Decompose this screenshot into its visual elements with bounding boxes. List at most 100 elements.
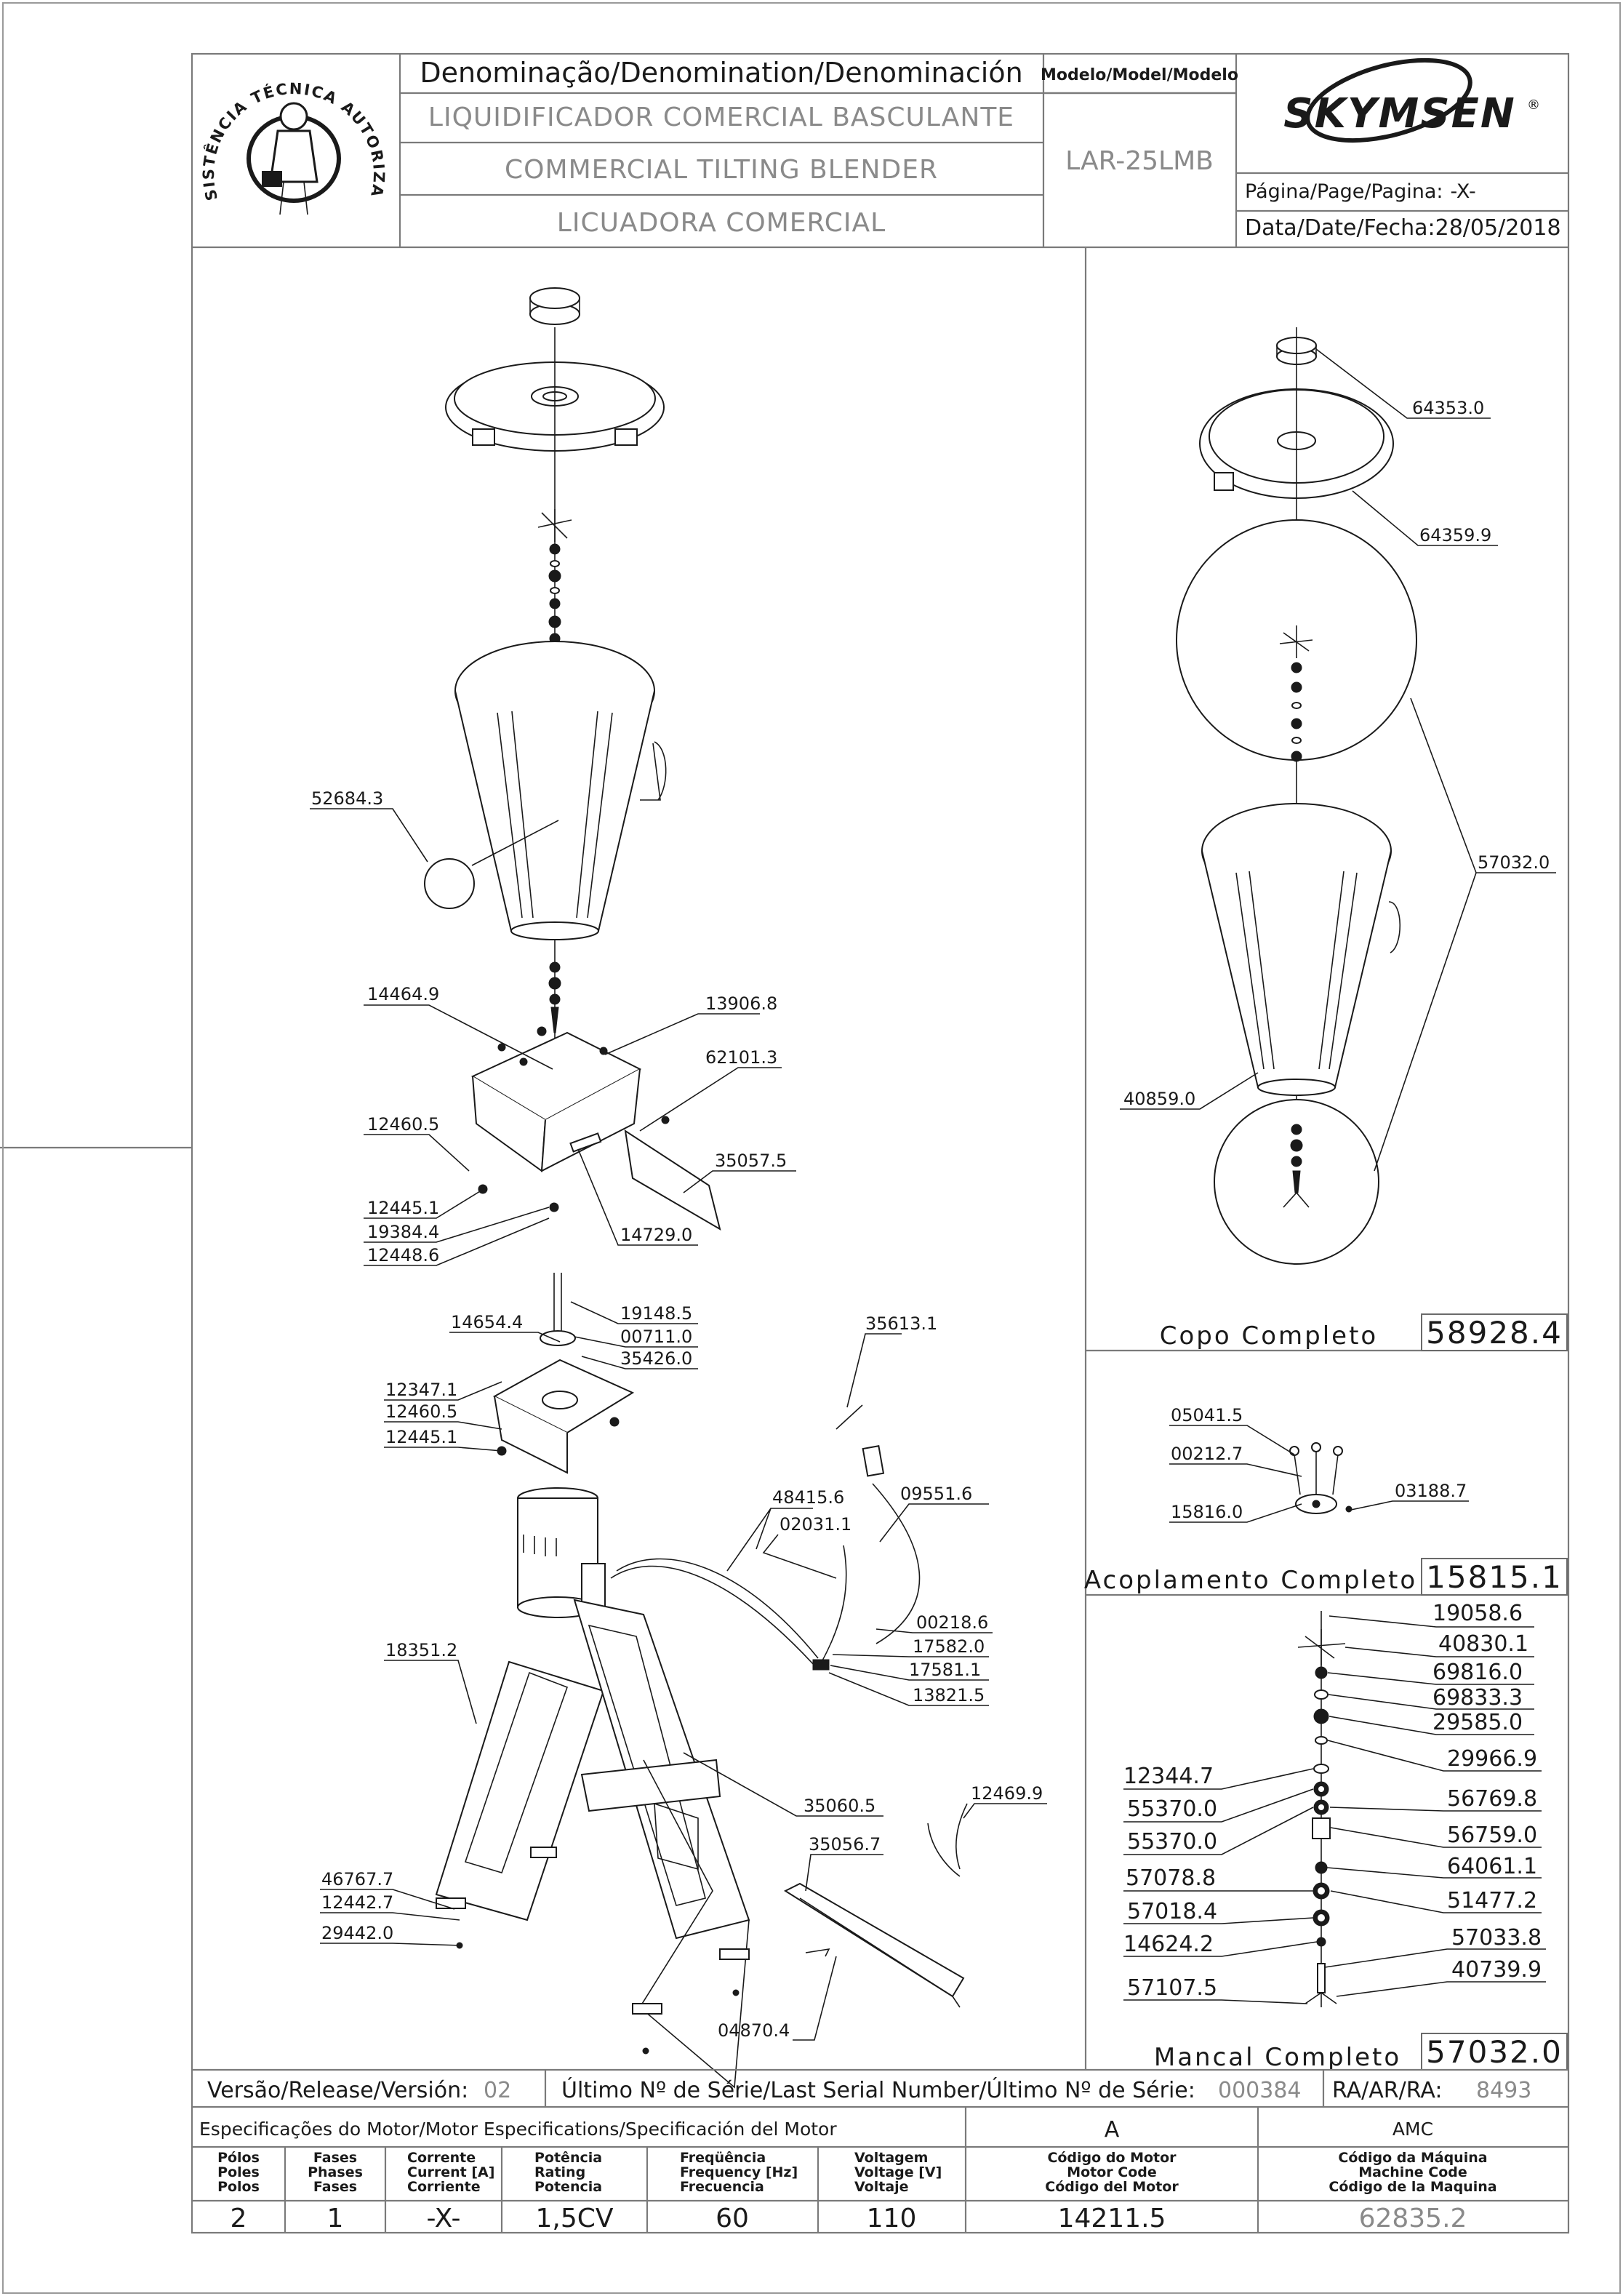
- part-label: 57018.4: [1127, 1899, 1217, 1924]
- mancal-drawing: [1297, 1611, 1346, 2007]
- serial-label: Último Nº de Série/Last Serial Number/Úl…: [561, 2076, 1195, 2103]
- brand-name: SKYMSEN: [1283, 90, 1515, 137]
- part-label: 52684.3: [311, 788, 383, 809]
- drawing-frame: [191, 52, 1570, 2234]
- title-block: Denominação/Denomination/Denominación Mo…: [0, 0, 1568, 249]
- skymsen-logo: SKYMSEN ®: [1283, 57, 1540, 143]
- lid-cap-drawing: [529, 287, 580, 325]
- column-amc-header: AMC: [1392, 2119, 1433, 2140]
- copo-title: Copo Completo: [1160, 1321, 1378, 1351]
- motor-code-value: 14211.5: [1058, 2204, 1166, 2233]
- brand-registered-mark: ®: [1527, 97, 1540, 113]
- release-label: Versão/Release/Versión:: [207, 2078, 468, 2103]
- svg-text:ASSISTÊNCIA TÉCNICA AUTORIZADA: ASSISTÊNCIA TÉCNICA AUTORIZADA: [0, 0, 388, 202]
- copo-code-box: [1421, 1313, 1568, 1351]
- part-label: 00212.7: [1171, 1444, 1243, 1464]
- part-label: 12460.5: [367, 1114, 439, 1135]
- part-label: 05041.5: [1171, 1405, 1243, 1425]
- part-label: 04870.4: [718, 2020, 790, 2041]
- part-label: 64061.1: [1447, 1854, 1537, 1879]
- title-english: COMMERCIAL TILTING BLENDER: [505, 155, 938, 185]
- acoplamento-part-labels: 05041.5 00212.7 03188.7 15816.0: [1171, 1405, 1467, 1522]
- part-label: 14729.0: [620, 1225, 692, 1245]
- serial-value: 000384: [1218, 2078, 1302, 2103]
- motor-spec-values: 2 1 -X- 1,5CV 60 110 14211.5 62835.2: [231, 2204, 1467, 2233]
- main-exploded-drawing: [424, 287, 968, 2089]
- date-label: Data/Date/Fecha:28/05/2018: [1245, 215, 1561, 241]
- part-label: 64353.0: [1412, 398, 1484, 418]
- part-label: 29442.0: [321, 1923, 393, 1943]
- part-label: 29585.0: [1432, 1710, 1523, 1735]
- stand-drawing: [435, 1599, 750, 2089]
- part-label: 57032.0: [1478, 852, 1550, 873]
- part-label: 35060.5: [804, 1796, 875, 1816]
- acoplamento-drawing: [1289, 1442, 1352, 1514]
- page-label: Página/Page/Pagina:-X-: [1245, 180, 1476, 203]
- part-label: 02031.1: [780, 1514, 851, 1535]
- motor-drawing: [517, 1487, 606, 1618]
- coupling-drawing: [540, 1273, 576, 1346]
- part-label: 00218.6: [916, 1612, 988, 1633]
- part-label: 56759.0: [1447, 1823, 1537, 1848]
- title-spanish: LICUADORA COMERCIAL: [557, 208, 886, 238]
- motor-plate-drawing: [492, 1359, 635, 1474]
- part-label: 15816.0: [1171, 1502, 1243, 1522]
- part-label: 18351.2: [385, 1640, 457, 1660]
- ra-label: RA/AR/RA:: [1332, 2078, 1442, 2103]
- current-value: -X-: [426, 2204, 460, 2233]
- part-label: 35057.5: [715, 1151, 787, 1171]
- part-label: 40830.1: [1438, 1631, 1528, 1657]
- part-label: 12347.1: [385, 1380, 457, 1400]
- ra-value: 8493: [1476, 2078, 1531, 2103]
- part-label: 14654.4: [451, 1312, 523, 1332]
- phases-value: 1: [327, 2204, 344, 2233]
- denomination-label: Denominação/Denomination/Denominación: [420, 57, 1022, 89]
- part-label: 14464.9: [367, 984, 439, 1004]
- mancal-title: Mancal Completo: [1154, 2043, 1401, 2072]
- mancal-leader-lines: [1123, 1615, 1546, 2004]
- part-label: 12469.9: [971, 1783, 1043, 1804]
- part-label: 00711.0: [620, 1327, 692, 1347]
- jar-drawing: [454, 641, 667, 940]
- part-label: 56769.8: [1447, 1786, 1537, 1812]
- part-label: 48415.6: [772, 1487, 844, 1508]
- part-label: 12445.1: [367, 1198, 439, 1218]
- column-a-header: A: [1105, 2117, 1120, 2143]
- part-label: 40739.9: [1451, 1957, 1542, 1983]
- acoplamento-code-box: [1421, 1558, 1568, 1596]
- copo-drawing: [1176, 327, 1417, 1265]
- part-label: 19058.6: [1432, 1601, 1523, 1626]
- acoplamento-code: 15815.1: [1426, 1559, 1563, 1595]
- title-portuguese: LIQUIDIFICADOR COMERCIAL BASCULANTE: [428, 103, 1014, 132]
- copo-leader-lines: [1120, 348, 1556, 1172]
- model-label: Modelo/Model/Modelo: [1041, 66, 1238, 84]
- part-label: 19384.4: [367, 1222, 439, 1242]
- part-circle-marker: [424, 858, 475, 909]
- rail-drawing: [783, 1882, 965, 2008]
- part-label: 35426.0: [620, 1348, 692, 1369]
- part-label: 64359.9: [1419, 525, 1491, 545]
- blade-stack-drawing: [537, 509, 572, 644]
- top-bracket-drawing: [470, 1026, 721, 1231]
- part-label: 12445.1: [385, 1427, 457, 1447]
- part-label: 40859.0: [1123, 1089, 1195, 1109]
- part-label: 69816.0: [1432, 1660, 1523, 1685]
- part-label: 09551.6: [900, 1484, 972, 1504]
- part-label: 55370.0: [1127, 1796, 1217, 1822]
- voltage-value: 110: [867, 2204, 917, 2233]
- part-label: 19148.5: [620, 1303, 692, 1324]
- part-label: 51477.2: [1447, 1888, 1537, 1913]
- part-label: 35613.1: [865, 1313, 937, 1334]
- part-label: 29966.9: [1447, 1746, 1537, 1772]
- part-label: 03188.7: [1395, 1481, 1467, 1501]
- acoplamento-title: Acoplamento Completo: [1084, 1566, 1417, 1595]
- part-label: 46767.7: [321, 1869, 393, 1889]
